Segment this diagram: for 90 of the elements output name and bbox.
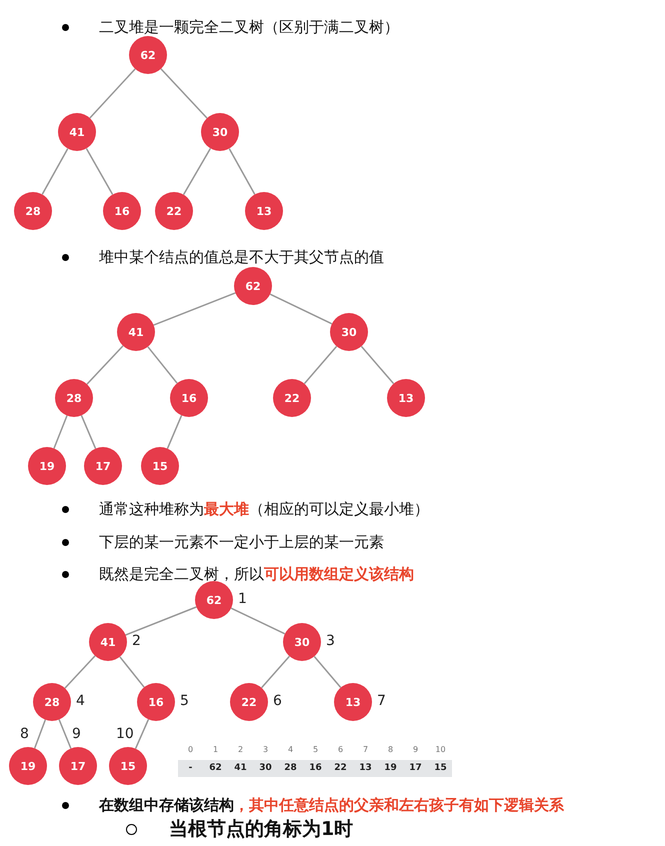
tree-node-circle: 17 bbox=[84, 447, 122, 485]
tree-edge bbox=[314, 656, 342, 688]
tree-node-circle: 13 bbox=[245, 192, 283, 230]
tree-edge bbox=[360, 346, 394, 384]
tree-edge bbox=[182, 148, 212, 195]
tree-edge bbox=[228, 148, 256, 195]
tree-node-circle: 41 bbox=[117, 313, 155, 351]
tree-edge bbox=[166, 415, 182, 449]
tree-edge bbox=[261, 656, 290, 688]
bullet-text: 在数组中存储该结构，其中任意结点的父亲和左右孩子有如下逻辑关系 bbox=[99, 796, 564, 814]
array-index: 10 bbox=[434, 745, 447, 754]
tree-edge bbox=[230, 608, 286, 634]
index-number: 5 bbox=[180, 693, 189, 709]
tree-edge bbox=[86, 148, 114, 195]
tree-node-circle: 19 bbox=[9, 747, 47, 785]
array-index: 9 bbox=[412, 745, 420, 754]
bullet-text: 二叉堆是一颗完全二叉树（区别于满二叉树） bbox=[99, 18, 399, 36]
array-index: 6 bbox=[336, 745, 344, 754]
array-value: 17 bbox=[408, 763, 423, 773]
array-value: 22 bbox=[333, 763, 348, 773]
index-number: 8 bbox=[20, 726, 29, 742]
tree-edge bbox=[80, 415, 96, 449]
array-index: 4 bbox=[286, 745, 294, 754]
tree-node-circle: 30 bbox=[201, 113, 239, 151]
index-number: 2 bbox=[132, 633, 141, 649]
array-value: 28 bbox=[283, 763, 298, 773]
array-value: 13 bbox=[358, 763, 373, 773]
tree-node-circle: 30 bbox=[330, 313, 368, 351]
array-index: 3 bbox=[262, 745, 270, 754]
tree-node-circle: 13 bbox=[387, 379, 425, 417]
tree-edge bbox=[89, 68, 136, 119]
tree-node-circle: 13 bbox=[334, 683, 372, 721]
array-value: 30 bbox=[258, 763, 273, 773]
tree-edge bbox=[134, 719, 150, 749]
tree-node-circle: 15 bbox=[141, 447, 179, 485]
tree-node-circle: 16 bbox=[137, 683, 175, 721]
array-index: 7 bbox=[362, 745, 370, 754]
index-number: 10 bbox=[116, 726, 134, 742]
tree-edge bbox=[270, 294, 332, 324]
index-number: 3 bbox=[326, 633, 335, 649]
bullet-text: 下层的某一元素不一定小于上层的某一元素 bbox=[99, 533, 384, 551]
array-value: - bbox=[188, 763, 194, 773]
bullet-text: 通常这种堆称为最大堆（相应的可以定义最小堆） bbox=[99, 500, 429, 518]
array-value: 62 bbox=[208, 763, 223, 773]
tree-node-circle: 16 bbox=[103, 192, 141, 230]
array-value: 41 bbox=[233, 763, 248, 773]
index-number: 9 bbox=[72, 726, 81, 742]
array-value: 15 bbox=[433, 763, 448, 773]
tree-node-circle: 19 bbox=[28, 447, 66, 485]
tree-edge bbox=[53, 415, 68, 449]
array-index: 0 bbox=[186, 745, 194, 754]
tree-edge bbox=[153, 292, 236, 326]
array-value: 19 bbox=[383, 763, 398, 773]
array-index: 8 bbox=[386, 745, 394, 754]
tree-node-circle: 62 bbox=[129, 36, 167, 74]
index-number: 1 bbox=[238, 591, 247, 607]
tree-edge bbox=[34, 720, 46, 748]
tree-node-circle: 41 bbox=[89, 623, 127, 661]
array-index: 1 bbox=[212, 745, 220, 754]
tree-node-circle: 22 bbox=[230, 683, 268, 721]
tree-edge bbox=[160, 68, 208, 119]
tree-edge bbox=[42, 148, 68, 195]
bullet-text: 堆中某个结点的值总是不大于其父节点的值 bbox=[99, 248, 384, 266]
index-number: 7 bbox=[377, 693, 386, 709]
tree-edge bbox=[64, 655, 96, 689]
index-number: 4 bbox=[76, 693, 85, 709]
tree-edge bbox=[119, 656, 145, 688]
tree-node-circle: 22 bbox=[273, 379, 311, 417]
tree-edge bbox=[58, 719, 72, 749]
tree-edge bbox=[125, 606, 197, 636]
tree-node-circle: 62 bbox=[195, 581, 233, 619]
tree-node-circle: 22 bbox=[155, 192, 193, 230]
tree-node-circle: 41 bbox=[58, 113, 96, 151]
array-index: 5 bbox=[312, 745, 320, 754]
tree-node-circle: 28 bbox=[33, 683, 71, 721]
tree-edge bbox=[304, 346, 338, 384]
tree-edge bbox=[86, 345, 124, 385]
array-value: 16 bbox=[308, 763, 323, 773]
tree-node-circle: 28 bbox=[55, 379, 93, 417]
tree-node-circle: 15 bbox=[109, 747, 147, 785]
tree-node-circle: 62 bbox=[234, 267, 272, 305]
tree-node-circle: 30 bbox=[283, 623, 321, 661]
array-index: 2 bbox=[236, 745, 244, 754]
tree-node-circle: 28 bbox=[14, 192, 52, 230]
tree-node-circle: 17 bbox=[59, 747, 97, 785]
tree-node-circle: 16 bbox=[170, 379, 208, 417]
bullet-text: 既然是完全二叉树，所以可以用数组定义该结构 bbox=[99, 565, 414, 583]
tree-edge bbox=[147, 346, 178, 384]
bullet-text: 当根节点的角标为1时 bbox=[169, 818, 354, 841]
index-number: 6 bbox=[273, 693, 282, 709]
